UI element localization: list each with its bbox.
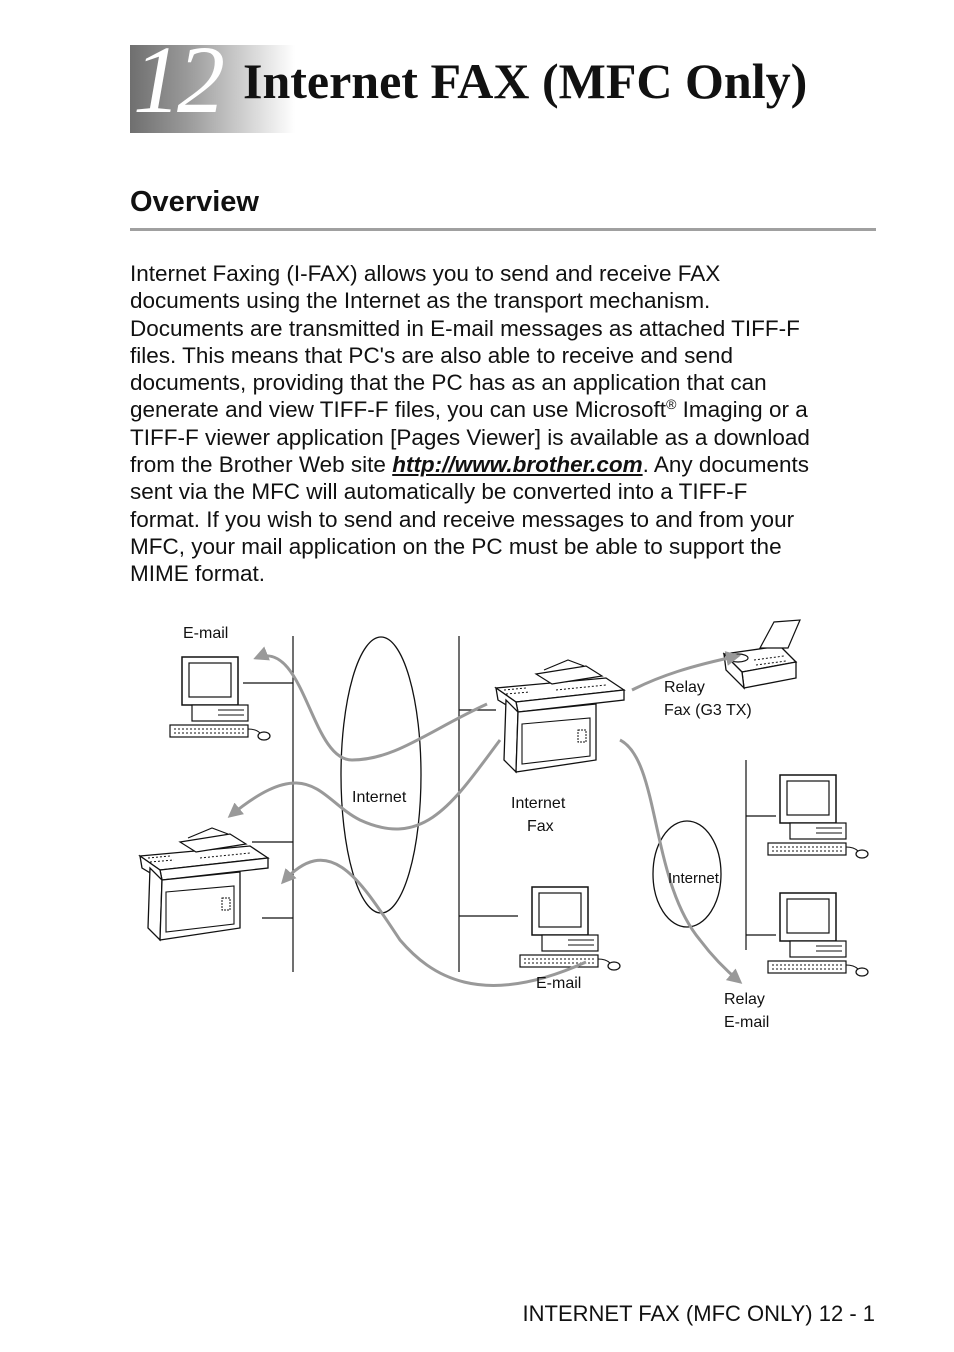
label-internet-fax-line1: Internet — [511, 795, 566, 812]
paragraph-line: documents using the Internet as the tran… — [130, 288, 711, 314]
arrow-to-mfc-left — [227, 739, 502, 831]
paragraph-line: TIFF-F viewer application [Pages Viewer]… — [130, 424, 810, 450]
chapter-number-block — [130, 45, 295, 133]
pc-relay-bottom — [767, 892, 869, 977]
label-internet-right: Internet — [668, 870, 720, 887]
label-relay-email-line1: Relay — [724, 991, 765, 1008]
paragraph-text: . Any documents — [642, 452, 809, 478]
paragraph-line: from the Brother Web site http://www.bro… — [130, 451, 880, 478]
pc-email-bottom — [519, 886, 621, 971]
paragraph-line: generate and view TIFF-F files, you can … — [130, 396, 880, 423]
paragraph-line: files. This means that PC's are also abl… — [130, 342, 733, 368]
paragraph-text: from the Brother Web site — [130, 452, 393, 478]
paragraph-line: Documents are transmitted in E-mail mess… — [130, 315, 800, 341]
paragraph-text: Imaging or a — [676, 397, 808, 423]
label-internet-fax-line2: Fax — [527, 818, 554, 835]
paragraph-line: MFC, your mail application on the PC mus… — [130, 533, 782, 559]
pc-relay-top — [767, 774, 869, 859]
overview-paragraph: Internet Faxing (I-FAX) allows you to se… — [130, 260, 880, 588]
paragraph-line: sent via the MFC will automatically be c… — [130, 479, 748, 505]
label-relay-fax-line2: Fax (G3 TX) — [664, 702, 752, 719]
label-internet-left: Internet — [352, 789, 407, 806]
registered-mark: ® — [666, 396, 677, 413]
paragraph-line: MIME format. — [130, 561, 266, 587]
label-email-top: E-mail — [183, 625, 228, 642]
fax-machine — [722, 619, 801, 690]
arrow-email-loop — [280, 858, 587, 987]
paragraph-line: documents, providing that the PC has as … — [130, 370, 767, 396]
section-heading: Overview — [130, 186, 259, 218]
arrow-to-email-top — [253, 646, 488, 762]
mfc-internet-fax — [495, 659, 625, 773]
section-divider — [130, 228, 876, 231]
chapter-number: 12 — [133, 26, 225, 133]
arrow-to-relay-fax — [631, 651, 741, 692]
label-email-bottom: E-mail — [536, 975, 581, 992]
page-footer: INTERNET FAX (MFC ONLY) 12 - 1 — [522, 1301, 875, 1326]
internet-cloud-left — [340, 636, 422, 914]
label-relay-fax-line1: Relay — [664, 679, 705, 696]
paragraph-text: generate and view TIFF-F files, you can … — [130, 397, 667, 423]
internet-cloud-right — [652, 820, 722, 928]
arrow-to-relay-email — [619, 738, 743, 984]
brother-website-link[interactable]: http://www.brother.com — [392, 452, 643, 478]
label-relay-email-line2: E-mail — [724, 1014, 769, 1031]
paragraph-line: format. If you wish to send and receive … — [130, 506, 795, 532]
paragraph-line: Internet Faxing (I-FAX) allows you to se… — [130, 261, 721, 286]
mfc-bottom-left — [139, 827, 269, 941]
internet-fax-diagram: E-mail Internet Internet Fax Relay Fax (… — [139, 619, 869, 1031]
chapter-title: Internet FAX (MFC Only) — [243, 53, 808, 109]
pc-email-top — [169, 656, 271, 741]
